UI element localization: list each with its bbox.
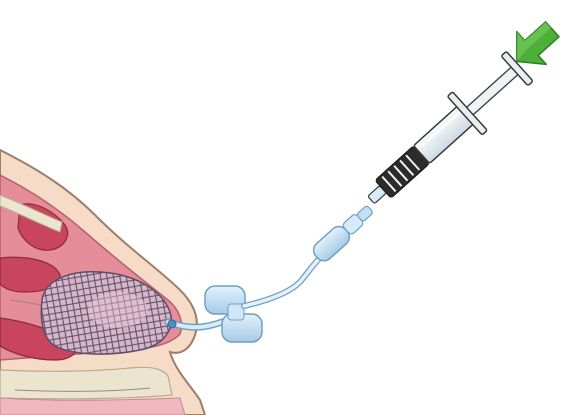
extension-tubing xyxy=(244,201,377,306)
palate xyxy=(0,367,172,399)
lower-tissue xyxy=(0,398,185,415)
butterfly-connector xyxy=(205,286,262,342)
syringe xyxy=(354,47,537,219)
